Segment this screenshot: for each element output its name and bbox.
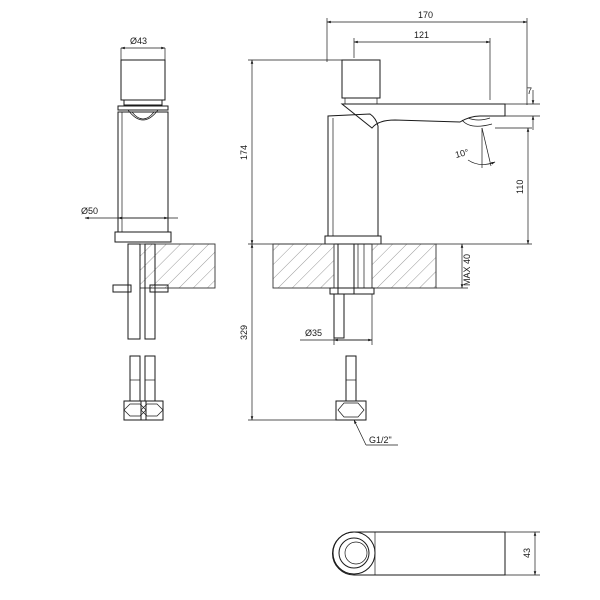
label-spout-thickness-display: 7 bbox=[527, 86, 532, 96]
dim-side-body-diameter: Ø50 bbox=[81, 206, 178, 220]
front-hose bbox=[333, 293, 345, 339]
dim-max-deck: MAX 40 bbox=[436, 243, 472, 289]
front-handle-collar bbox=[344, 97, 378, 105]
front-view: 170 121 7 7 10° bbox=[239, 10, 540, 446]
dim-hose-thread: G1/2" bbox=[353, 419, 398, 446]
side-view: Ø43 Ø50 bbox=[81, 36, 216, 421]
top-view: 43 bbox=[332, 531, 540, 576]
front-base-plate bbox=[324, 235, 382, 245]
body bbox=[117, 111, 169, 233]
dim-below-deck: 329 bbox=[239, 243, 336, 421]
dim-overall-length: 170 bbox=[326, 10, 528, 105]
label-shank-diameter: Ø35 bbox=[305, 328, 322, 338]
handle-collar bbox=[123, 99, 163, 106]
deck-right bbox=[371, 243, 437, 289]
base-plate bbox=[114, 231, 172, 243]
deck-left bbox=[272, 243, 335, 289]
label-overall-height: 174 bbox=[239, 145, 249, 160]
deck-section bbox=[139, 243, 216, 289]
hex-nut-right bbox=[140, 400, 164, 421]
spout-end bbox=[117, 105, 169, 111]
label-overall-length: 170 bbox=[418, 10, 433, 20]
dim-spout-thickness: 7 7 bbox=[505, 86, 540, 130]
handle-block bbox=[120, 59, 166, 101]
dim-shank-diameter: Ø35 bbox=[300, 294, 373, 345]
label-below-deck: 329 bbox=[239, 325, 249, 340]
label-max-deck: MAX 40 bbox=[462, 254, 472, 286]
label-top-view-width: 43 bbox=[522, 548, 532, 558]
shank bbox=[337, 243, 355, 295]
fixing-nut-right bbox=[149, 284, 169, 293]
front-hose-lower bbox=[345, 355, 357, 402]
dim-overall-height: 174 bbox=[239, 59, 342, 245]
top-view-handle-inner bbox=[338, 537, 370, 569]
label-spout-height: 110 bbox=[515, 180, 525, 194]
dim-spout-reach: 121 bbox=[353, 30, 491, 100]
front-handle bbox=[341, 59, 381, 99]
label-side-top-diameter: Ø43 bbox=[130, 36, 147, 46]
label-spout-angle: 10° bbox=[454, 147, 470, 160]
spout bbox=[340, 103, 506, 129]
hose-lower-left bbox=[129, 355, 141, 402]
front-hex-nut bbox=[335, 400, 367, 421]
dim-side-top-diameter: Ø43 bbox=[120, 36, 166, 60]
dim-spout-height: 110 bbox=[436, 127, 532, 245]
label-hose-thread: G1/2" bbox=[369, 435, 392, 445]
dim-spout-angle: 10° bbox=[454, 127, 496, 168]
label-side-body-diameter: Ø50 bbox=[81, 206, 98, 216]
dim-top-view-width: 43 bbox=[505, 531, 540, 576]
hose-lower-right bbox=[144, 355, 156, 402]
label-spout-reach: 121 bbox=[414, 30, 429, 40]
front-body bbox=[327, 113, 379, 237]
front-fixing-plate bbox=[329, 287, 375, 295]
aerator bbox=[127, 109, 159, 121]
fixing-nut-left bbox=[112, 284, 132, 293]
